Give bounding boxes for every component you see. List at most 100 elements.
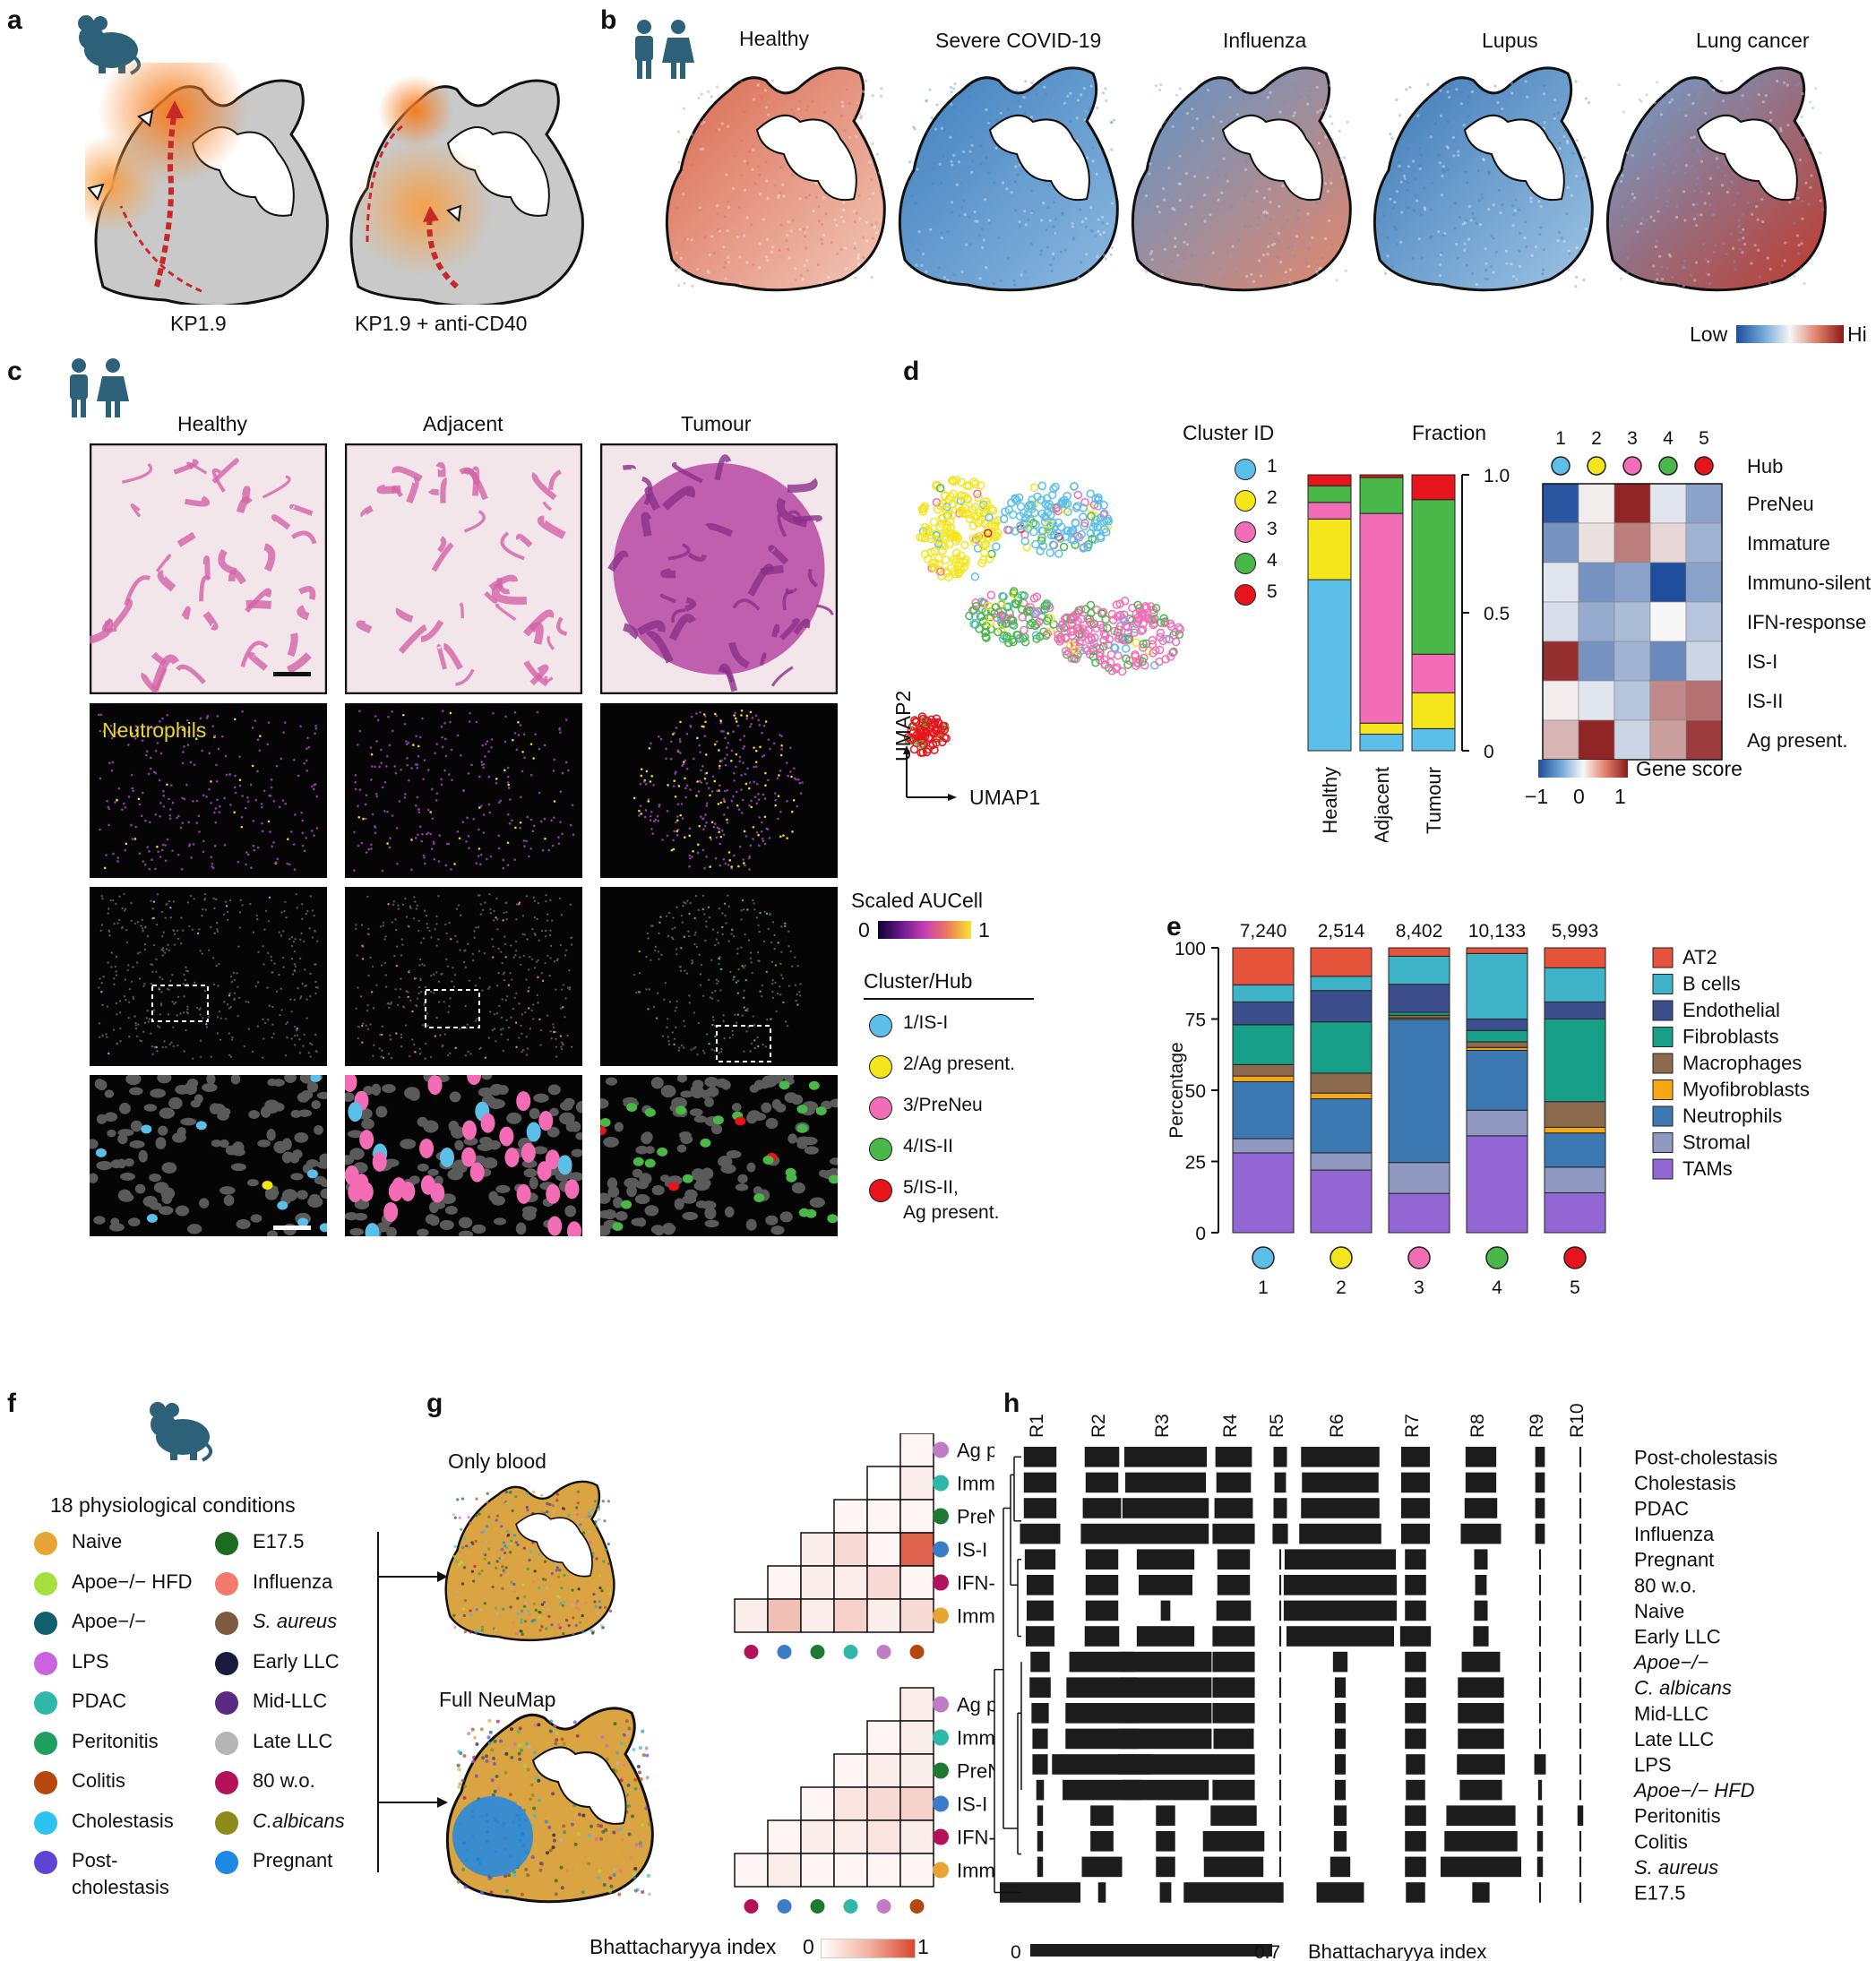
h-bar-R7-13 bbox=[1406, 1779, 1425, 1801]
h-bar-R3-16 bbox=[1156, 1856, 1175, 1878]
bi-min: 0 bbox=[803, 1935, 814, 1958]
e-bar-3-b-cells bbox=[1388, 955, 1450, 985]
fraction-bar-tumour-cluster-3 bbox=[1411, 653, 1456, 693]
heatmap-cell-1-1 bbox=[1578, 522, 1615, 563]
e-cluster-swatch-4 bbox=[1485, 1246, 1509, 1269]
e-legend-label-at2: AT2 bbox=[1682, 946, 1717, 968]
e-legend-label-stromal: Stromal bbox=[1682, 1131, 1751, 1154]
h-bar-R1-11 bbox=[1032, 1728, 1048, 1750]
h-bar-R5-9 bbox=[1278, 1677, 1282, 1698]
h-bar-R2-1 bbox=[1085, 1472, 1119, 1493]
h-bar-R6-11 bbox=[1334, 1728, 1347, 1750]
h-bar-R9-17 bbox=[1538, 1882, 1542, 1903]
panel-letter-g: g bbox=[426, 1389, 443, 1418]
heatmap-row-6: Ag present. bbox=[1747, 729, 1848, 752]
h-bar-R5-0 bbox=[1273, 1447, 1287, 1467]
e-legend-label-macrophages: Macrophages bbox=[1682, 1052, 1802, 1074]
h-bar-R10-1 bbox=[1579, 1472, 1582, 1493]
condition-right-label-2: S. aureus bbox=[253, 1610, 338, 1632]
e-legend-swatch-myofibroblasts bbox=[1652, 1079, 1674, 1100]
panel-letter-a: a bbox=[7, 5, 22, 35]
g-heatmap-full-3-2 bbox=[866, 1786, 901, 1821]
g-heatmap-full-5-0 bbox=[734, 1853, 769, 1888]
h-bar-R2-2 bbox=[1082, 1498, 1122, 1518]
scale-low-label: Low bbox=[1690, 323, 1728, 346]
e-total-5: 5,993 bbox=[1552, 921, 1599, 942]
g-row-swatch-full-5 bbox=[933, 1862, 949, 1879]
g-row-label-full-3: IS-I bbox=[957, 1793, 987, 1816]
fraction-bar-adjacent-cluster-1 bbox=[1359, 734, 1404, 752]
heatmap-cell-1-0 bbox=[1542, 522, 1579, 563]
heatmap-col-3: 3 bbox=[1627, 428, 1638, 449]
heatmap-cell-4-0 bbox=[1542, 641, 1579, 682]
e-bar-1-fibroblasts bbox=[1232, 1024, 1295, 1065]
g-row-label-blood-0: Ag present. bbox=[957, 1440, 994, 1462]
umap-influenza bbox=[1131, 66, 1352, 292]
h-bar-R7-4 bbox=[1405, 1549, 1426, 1570]
h-bar-R6-13 bbox=[1334, 1779, 1347, 1801]
h-bar-R9-14 bbox=[1536, 1805, 1544, 1826]
h-bar-R1-5 bbox=[1027, 1575, 1054, 1595]
e-bar-2-b-cells bbox=[1310, 976, 1373, 992]
h-bar-R9-5 bbox=[1538, 1575, 1542, 1595]
h-scale-title: Bhattacharyya index bbox=[1308, 1940, 1486, 1961]
fraction-ytick-0: 1.0 bbox=[1484, 466, 1510, 486]
g-heatmap-full-5-4 bbox=[866, 1853, 901, 1888]
condition-left-swatch-3 bbox=[34, 1651, 57, 1675]
cell-composition-stacked-bar-chart: Percentage02550751007,24012,51428,402310… bbox=[1166, 921, 1810, 1298]
h-bar-R2-6 bbox=[1085, 1600, 1119, 1621]
e-bar-4-endothelial bbox=[1466, 1019, 1528, 1031]
g-heatmap-blood-4-1 bbox=[800, 1565, 835, 1600]
h-col-R1: R1 bbox=[1027, 1414, 1047, 1438]
tissue-image-tumour-zoom bbox=[600, 1075, 838, 1236]
e-legend-swatch-neutrophils bbox=[1652, 1105, 1674, 1127]
h-bar-R3-8 bbox=[1119, 1651, 1212, 1673]
h-bar-R8-0 bbox=[1465, 1447, 1497, 1467]
h-bar-R8-16 bbox=[1441, 1856, 1521, 1878]
cluster-swatch-4 bbox=[869, 1138, 892, 1161]
mouse-icon bbox=[78, 15, 142, 75]
fraction-bar-adjacent-cluster-5 bbox=[1359, 474, 1404, 478]
g-col-swatch-full-0 bbox=[744, 1899, 759, 1914]
e-legend-label-endothelial: Endothelial bbox=[1682, 999, 1780, 1021]
h-row-8: Apoe−/− bbox=[1632, 1651, 1708, 1673]
heatmap-row-4: IS-I bbox=[1747, 650, 1777, 673]
heatmap-cell-0-3 bbox=[1649, 483, 1687, 524]
g-col-swatch-full-1 bbox=[777, 1899, 792, 1914]
h-scale-bar bbox=[1039, 1944, 1245, 1957]
h-row-12: LPS bbox=[1634, 1754, 1672, 1776]
h-bar-R7-10 bbox=[1405, 1703, 1426, 1724]
h-bar-R4-1 bbox=[1216, 1472, 1252, 1493]
g-heatmap-blood-4-2 bbox=[833, 1565, 868, 1600]
h-bar-R3-13 bbox=[1122, 1779, 1209, 1801]
h-bar-R2-8 bbox=[1069, 1651, 1135, 1673]
e-bar-1-stromal bbox=[1232, 1138, 1295, 1154]
g-col-swatch-blood-2 bbox=[810, 1645, 825, 1659]
g-heatmap-blood-2-1 bbox=[866, 1499, 901, 1534]
h-bar-R9-2 bbox=[1535, 1498, 1545, 1518]
h-bar-R10-14 bbox=[1577, 1805, 1584, 1826]
h-bar-R4-2 bbox=[1214, 1498, 1253, 1518]
condition-right-swatch-8 bbox=[215, 1851, 238, 1874]
umap-healthy bbox=[665, 66, 886, 292]
condition-right-label-5: Late LLC bbox=[253, 1729, 333, 1752]
h-bar-R9-0 bbox=[1535, 1447, 1545, 1467]
condition-right-swatch-4 bbox=[215, 1691, 238, 1715]
h-bar-R10-10 bbox=[1579, 1703, 1582, 1724]
h-bar-R2-17 bbox=[1097, 1882, 1106, 1903]
h-bar-R5-10 bbox=[1278, 1703, 1282, 1724]
h-bar-R4-5 bbox=[1217, 1575, 1251, 1595]
condition-right-swatch-3 bbox=[215, 1651, 238, 1675]
gene-score-tick-zero: 0 bbox=[1573, 785, 1585, 808]
g-row-label-blood-1: Immuno-silent bbox=[957, 1473, 994, 1495]
condition-right-swatch-7 bbox=[215, 1810, 238, 1835]
heatmap-row-0: PreNeu bbox=[1747, 493, 1814, 515]
e-xtick-1: 1 bbox=[1258, 1277, 1269, 1298]
condition-right-label-8: Pregnant bbox=[253, 1849, 333, 1871]
g-row-label-full-4: IFN-resp. bbox=[957, 1827, 994, 1849]
h-bar-R8-1 bbox=[1465, 1472, 1497, 1493]
h-bar-R3-1 bbox=[1125, 1472, 1206, 1493]
heatmap-cell-4-4 bbox=[1685, 641, 1723, 682]
heatmap-cell-2-2 bbox=[1614, 562, 1651, 603]
